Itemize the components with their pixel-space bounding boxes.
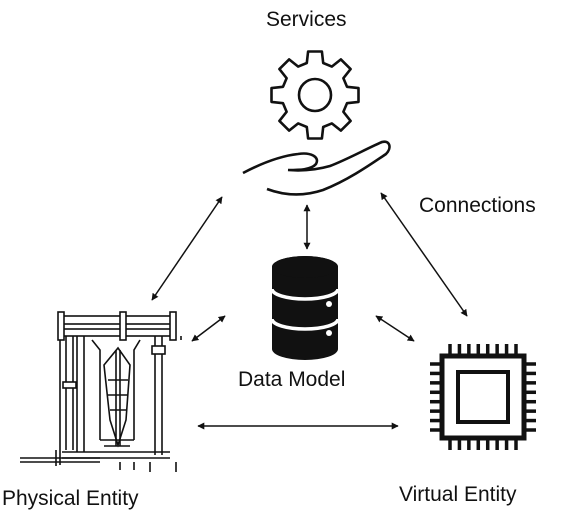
connections-label: Connections [419,194,536,217]
pipe-machinery-icon [20,311,182,472]
services-label: Services [266,8,347,31]
arrow-datamodel-virtual [375,315,415,342]
arrow-services-physical [151,196,223,301]
virtual-entity-label: Virtual Entity [399,483,517,506]
arrow-services-virtual [380,192,468,317]
data-model-label: Data Model [238,368,346,391]
database-icon [270,256,340,360]
arrow-datamodel-physical [191,315,226,342]
physical-entity-label: Physical Entity [2,487,139,510]
hand-icon [242,140,391,196]
gear-in-hand-icon [242,50,391,196]
connection-arrows [151,192,468,430]
cpu-chip-icon [430,344,536,450]
gear-icon [270,50,360,140]
